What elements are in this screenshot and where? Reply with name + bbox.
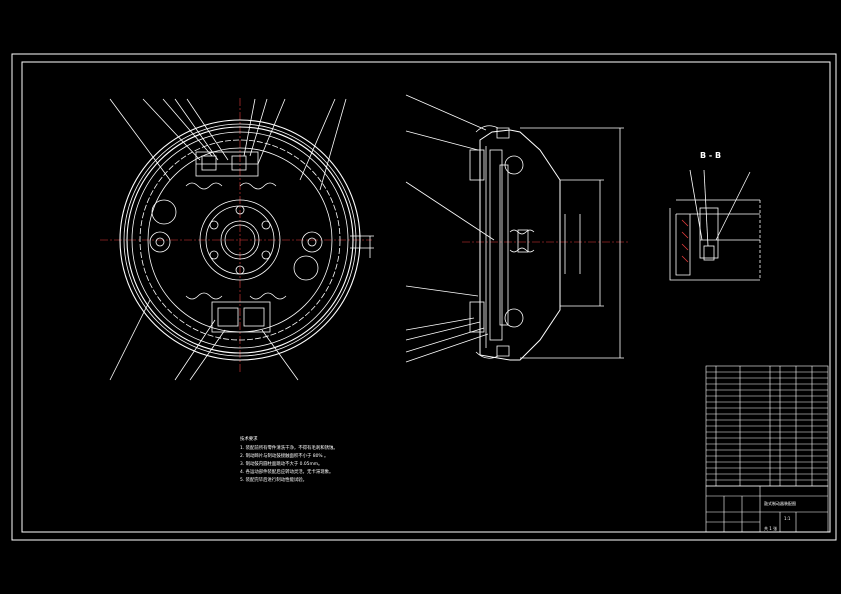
title-block — [705, 485, 829, 533]
note-line: 2. 制动蹄片与制动鼓接触面积不小于 80% 。 — [240, 452, 328, 459]
note-line: 5. 装配完毕后进行制动性能试验。 — [240, 476, 307, 483]
technical-notes: 技术要求 1. 装配前所有零件清洗干净，不得有毛刺和锈蚀。 2. 制动蹄片与制动… — [240, 435, 338, 483]
drawing-name: 鼓式制动器装配图 — [764, 500, 796, 506]
parts-list — [705, 365, 829, 487]
scale-value: 1:1 — [784, 516, 791, 521]
detail-b-b — [669, 169, 761, 281]
sheet-count: 共 1 张 — [764, 525, 777, 531]
inner-border — [21, 61, 831, 533]
note-line: 3. 制动鼓内圆柱面跳动不大于 0.05mm。 — [240, 460, 322, 467]
outer-border — [11, 53, 837, 541]
front-view — [100, 98, 374, 381]
section-view — [405, 94, 628, 363]
notes-title: 技术要求 — [240, 435, 258, 442]
note-line: 4. 各运动部件装配后应转动灵活，无卡滞现象。 — [240, 468, 333, 475]
note-line: 1. 装配前所有零件清洗干净，不得有毛刺和锈蚀。 — [240, 444, 338, 451]
section-label: B - B — [700, 151, 721, 160]
